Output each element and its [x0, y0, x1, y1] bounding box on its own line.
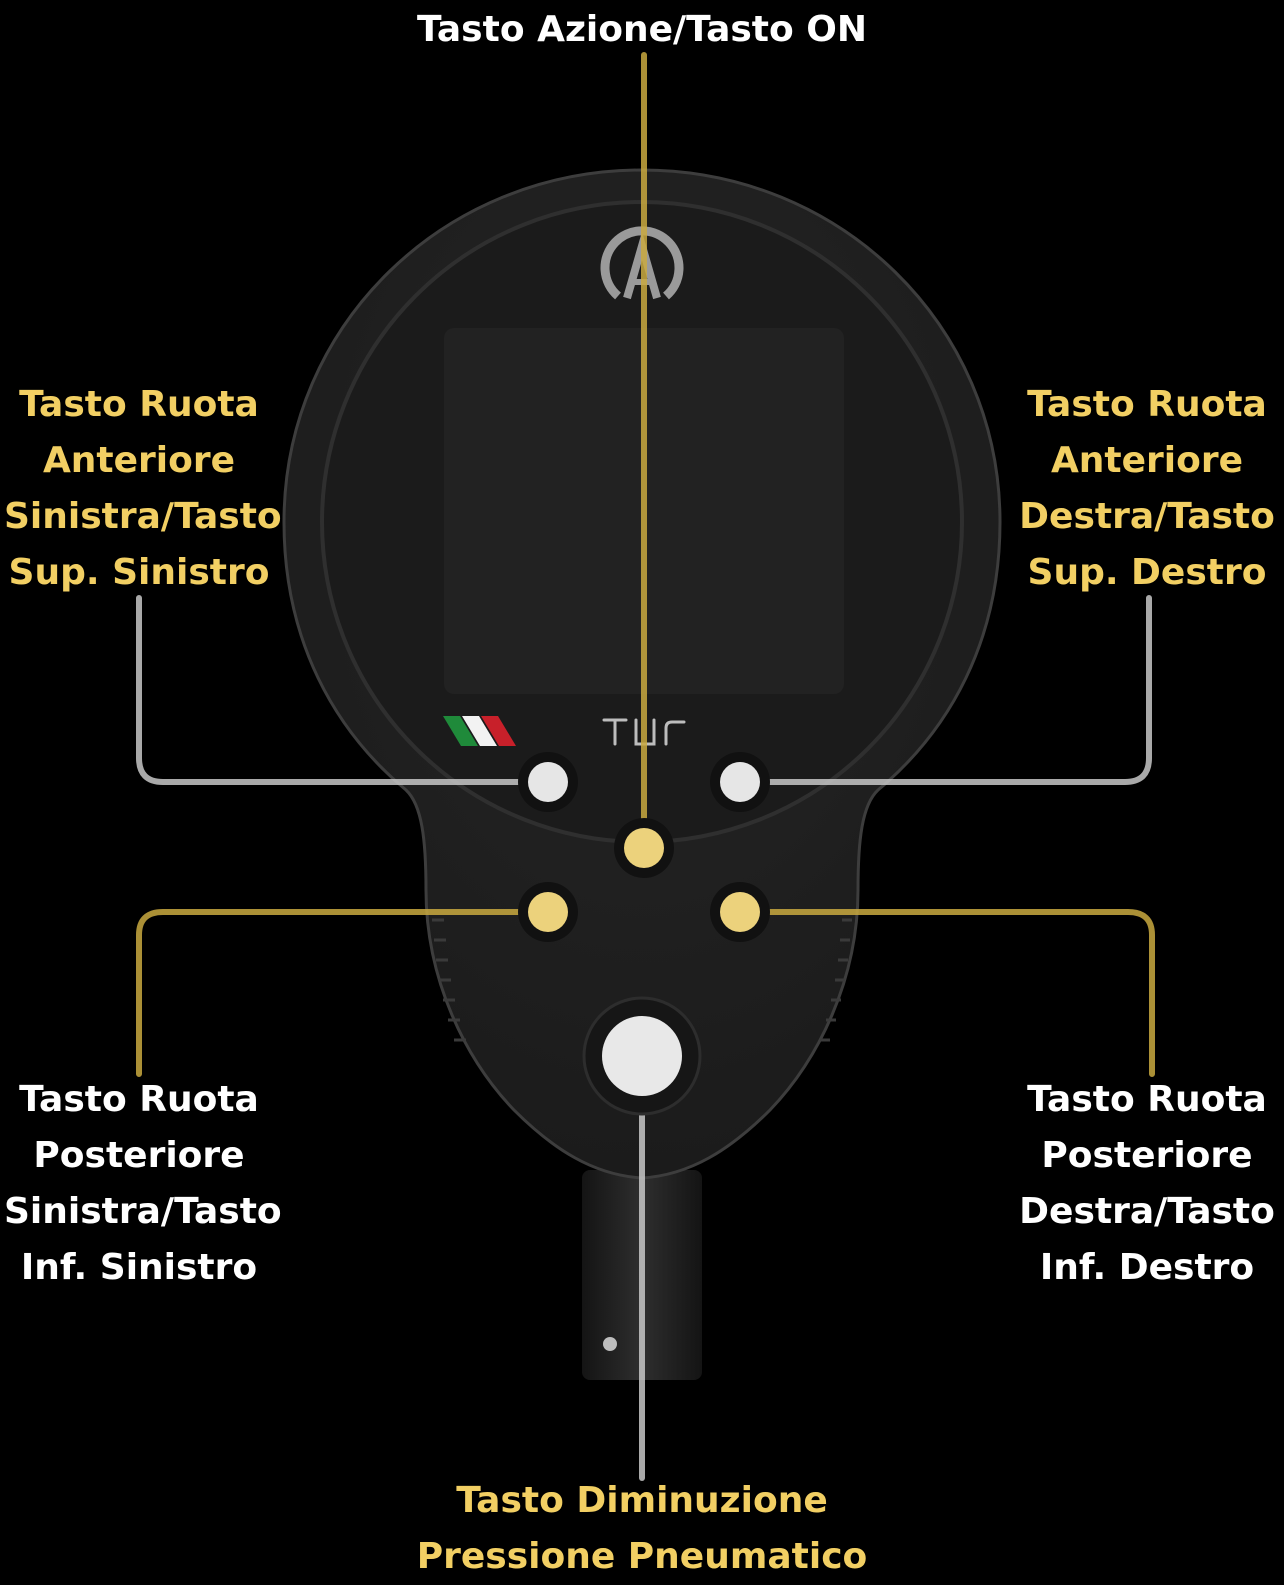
label-line: Posteriore	[1041, 1135, 1253, 1176]
label-front-right: Tasto Ruota Anteriore Destra/Tasto Sup. …	[1012, 377, 1282, 601]
label-line: Tasto Ruota	[1027, 1079, 1267, 1120]
label-line: Anteriore	[42, 440, 236, 481]
label-line: Pressione Pneumatico	[416, 1536, 868, 1577]
label-line: Tasto Azione/Tasto ON	[416, 9, 868, 50]
label-line: Sinistra/Tasto	[4, 496, 282, 537]
label-line: Sup. Sinistro	[8, 552, 270, 593]
button-rear-right[interactable]	[710, 882, 770, 942]
label-pressure-decrease: Tasto Diminuzione Pressione Pneumatico	[342, 1473, 942, 1585]
label-action-on: Tasto Azione/Tasto ON	[342, 2, 942, 58]
label-rear-right: Tasto Ruota Posteriore Destra/Tasto Inf.…	[1012, 1072, 1282, 1296]
label-line: Inf. Sinistro	[20, 1247, 258, 1288]
line-rear-left	[136, 909, 551, 1077]
label-line: Destra/Tasto	[1019, 496, 1275, 537]
button-front-right[interactable]	[710, 752, 770, 812]
label-line: Tasto Ruota	[19, 384, 259, 425]
label-line: Posteriore	[33, 1135, 245, 1176]
label-line: Tasto Ruota	[19, 1079, 259, 1120]
label-line: Sup. Destro	[1027, 552, 1267, 593]
label-line: Sinistra/Tasto	[4, 1191, 282, 1232]
line-rear-right	[737, 909, 1155, 1077]
label-line: Anteriore	[1050, 440, 1244, 481]
button-action-on[interactable]	[614, 818, 674, 878]
label-line: Destra/Tasto	[1019, 1191, 1275, 1232]
button-pressure-decrease[interactable]	[582, 996, 702, 1116]
italian-flag-icon	[443, 716, 516, 746]
label-line: Tasto Ruota	[1027, 384, 1267, 425]
label-rear-left: Tasto Ruota Posteriore Sinistra/Tasto In…	[4, 1072, 282, 1296]
button-front-left[interactable]	[518, 752, 578, 812]
line-front-right	[737, 595, 1152, 785]
label-line: Inf. Destro	[1039, 1247, 1255, 1288]
label-front-left: Tasto Ruota Anteriore Sinistra/Tasto Sup…	[4, 377, 282, 601]
label-line: Tasto Diminuzione	[456, 1480, 828, 1521]
callout-lines	[136, 52, 1155, 1481]
line-front-left	[136, 595, 551, 785]
button-rear-left[interactable]	[518, 882, 578, 942]
